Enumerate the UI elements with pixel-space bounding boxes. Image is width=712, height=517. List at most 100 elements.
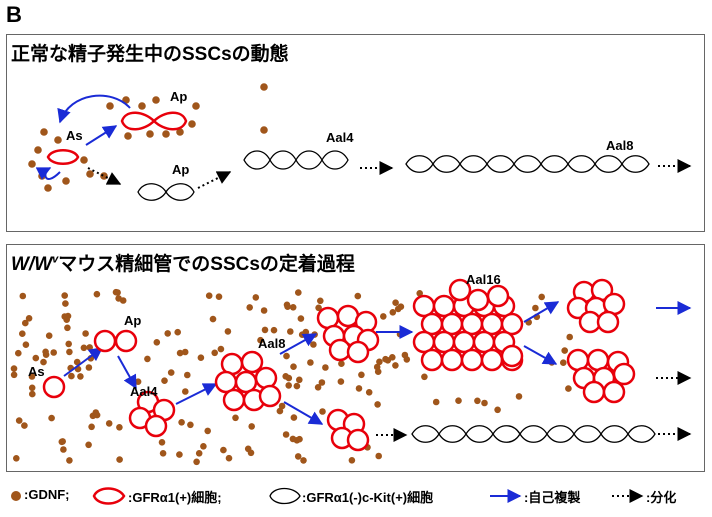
label-aal8-panel2: Aal8 [258,336,286,351]
self-renew-loop-arrow [35,167,61,180]
gdnf-dot [354,292,362,300]
legend-gfr-pos-cell [92,487,126,505]
gdnf-dot [260,126,268,134]
gdnf-dot [225,454,233,462]
gdnf-dot [164,330,171,337]
gdnf-dot [44,184,52,192]
gdnf-dot [34,146,42,154]
gdnf-dot [455,397,462,405]
gdnf-dot [29,390,36,398]
gdnf-dot [289,304,297,311]
gdnf-dot [12,455,20,462]
gdnf-dot [355,385,363,392]
label-aal4: Aal4 [326,130,354,145]
gdnf-dot [290,363,297,371]
aal8-chain-panel1 [405,155,650,173]
ap-white-cells [137,183,195,201]
gdnf-dot [153,339,161,346]
gdnf-dot [276,407,284,415]
gdnf-dot [162,130,170,138]
gdnf-dot [374,368,382,376]
gdnf-dot [314,384,322,391]
gdnf-dot [290,414,298,421]
gdnf-dot [232,414,239,422]
legend-gdnf-text: :GDNF; [24,487,70,502]
panel2-title: W/Wvマウス精細管でのSSCsの定着過程 [11,249,355,276]
gdnf-dot [307,359,314,366]
gdnf-dot [176,451,183,458]
gdnf-dot [195,450,203,457]
gdnf-dot [86,344,93,351]
aal16-cluster [412,278,524,372]
gdnf-dot [66,457,73,464]
gdnf-dot [19,292,27,300]
gdnf-dot [42,348,49,356]
gdnf-dot [294,453,302,460]
gdnf-dot [40,358,47,366]
aal4-to-aal8-arrow-panel2 [175,383,218,405]
ap-to-aal4-arrow-panel2 [117,355,137,390]
gdnf-dot [348,457,356,464]
panel2-title-text: マウス精細管でのSSCsの定着過程 [58,254,355,275]
gdnf-dot [25,315,33,322]
gfr-positive-cell [144,414,168,438]
gdnf-dot [116,424,123,431]
genotype-superscript: v [52,253,59,266]
gfr-positive-cell [448,278,472,302]
gdnf-dot [158,439,166,446]
gdnf-dots-panel1 [28,83,268,192]
gdnf-dot [278,402,286,410]
gdnf-dot [382,355,389,363]
gdnf-dot [15,417,23,424]
gdnf-dot [315,304,322,312]
gdnf-dot [296,435,303,443]
gdnf-dot [300,457,307,464]
gdnf-dot [161,377,168,385]
gdnf-dot [285,382,293,389]
panel1-title: 正常な精子発生中のSSCsの動態 [11,44,289,65]
gdnf-dot [566,333,573,341]
ap-cell-1 [93,329,117,353]
gdnf-dot [106,102,114,110]
legend-self-renew-text: :自己複製 [524,490,581,505]
legend-gfr-neg-cell [269,487,301,505]
gdnf-dot [252,294,260,301]
gdnf-dot [159,450,167,457]
ap-to-as-arrow [57,94,131,124]
gdnf-dot [200,443,207,450]
gdnf-dot [114,289,121,296]
gdnf-dot [317,297,324,305]
gfr-positive-cell [596,310,620,334]
gdnf-dot [22,341,30,349]
gdnf-dot [116,456,123,463]
gfr-positive-cell [258,384,282,408]
gdnf-dot [167,369,175,376]
legend-gfr-neg-text: :GFRα1(-)c-Kit(+)細胞 [302,490,434,505]
gdnf-dot [115,295,122,302]
gdnf-dot [105,420,113,427]
aal8-to-small-arrow [283,401,324,425]
gdnf-dot [138,102,146,110]
as-cell-red [46,149,80,165]
gdnf-dot [146,130,154,138]
gdnf-dot [197,354,205,362]
gfr-positive-cell [466,288,490,312]
white-cell-chain [405,155,650,173]
gdnf-dot [86,170,94,178]
gdnf-dot [144,355,151,363]
gfr-positive-cell [440,348,464,372]
gdnf-dot [532,304,539,312]
gdnf-dot [88,423,95,431]
label-aal16: Aal16 [466,272,501,287]
gdnf-dot [287,328,294,335]
gdnf-dot [10,365,18,372]
gdnf-dot [152,96,160,104]
gdnf-dot [224,328,232,335]
gdnf-dot [416,290,424,297]
gfr-positive-cell [486,284,510,308]
gdnf-dot [392,299,399,307]
gdnf-dot [193,458,200,466]
gdnf-dot [73,358,81,366]
gdnf-dot [176,128,184,136]
gdnf-dot [80,344,88,352]
